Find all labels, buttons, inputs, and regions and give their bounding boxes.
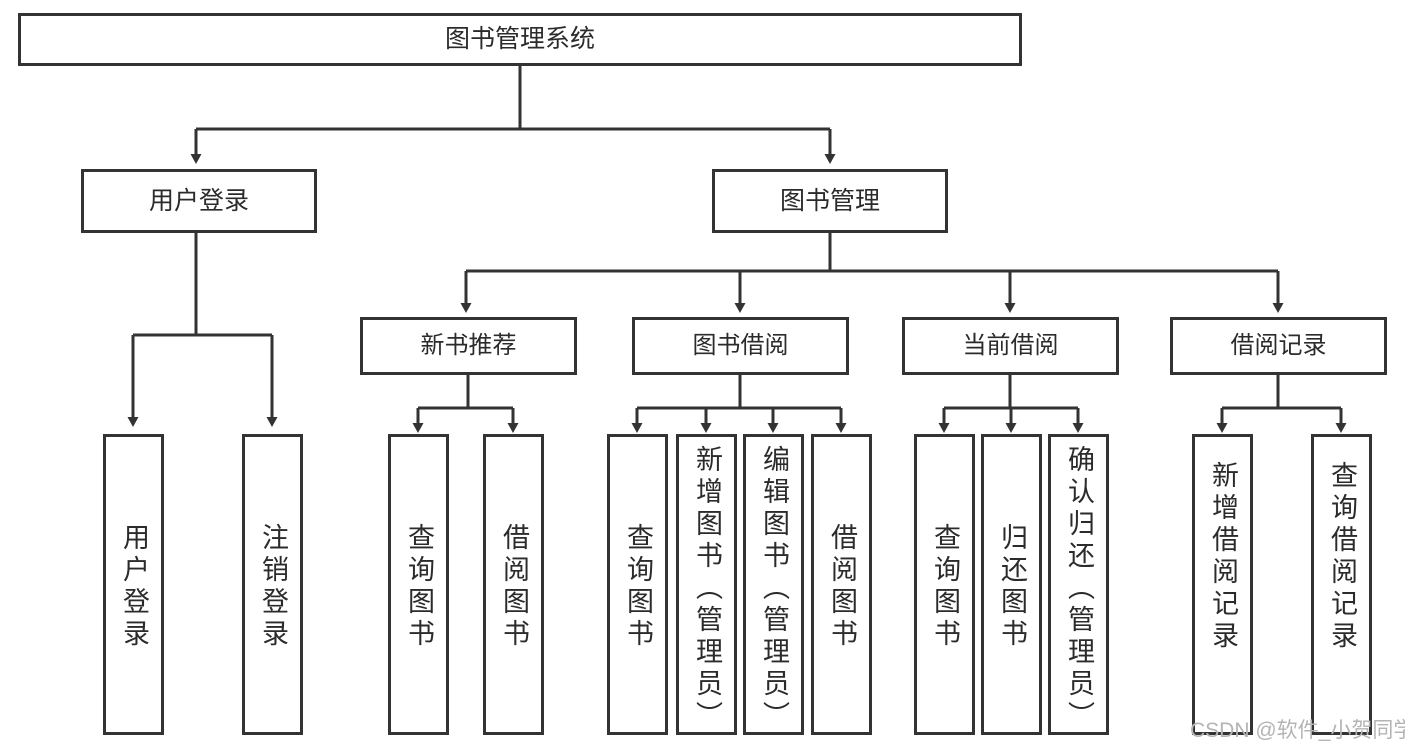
node-label: 新书推荐 <box>420 332 517 359</box>
node-label: 注销登录 <box>258 523 288 651</box>
node-book-management[interactable]: 图书管理 <box>712 169 948 233</box>
node-label: 确认归还（管理员） <box>1064 445 1094 733</box>
node-label: 归还图书 <box>997 523 1027 651</box>
leaf-query-book-current[interactable]: 查询图书 <box>914 434 975 735</box>
node-user-login[interactable]: 用户登录 <box>81 169 317 233</box>
node-label: 借阅图书 <box>827 523 857 651</box>
node-label: 新增借阅记录 <box>1208 461 1238 653</box>
node-label: 查询图书 <box>930 523 960 651</box>
node-label: 查询借阅记录 <box>1327 461 1357 653</box>
leaf-query-borrow-record[interactable]: 查询借阅记录 <box>1311 434 1372 735</box>
leaf-edit-book-admin[interactable]: 编辑图书（管理员） <box>743 434 804 735</box>
node-label: 图书管理 <box>779 186 880 215</box>
leaf-logout-login[interactable]: 注销登录 <box>242 434 303 735</box>
node-label: 新增图书（管理员） <box>692 445 722 733</box>
node-label: 编辑图书（管理员） <box>759 445 789 733</box>
leaf-borrow-book-recommend[interactable]: 借阅图书 <box>483 434 544 735</box>
node-label: 用户登录 <box>119 523 149 651</box>
leaf-borrow-book[interactable]: 借阅图书 <box>811 434 872 735</box>
node-current-borrow[interactable]: 当前借阅 <box>902 317 1119 375</box>
node-root-book-management-system[interactable]: 图书管理系统 <box>18 13 1022 66</box>
node-label: 查询图书 <box>404 523 434 651</box>
node-new-book-recommend[interactable]: 新书推荐 <box>360 317 577 375</box>
watermark-csdn: CSDN @软件_小贺同学 <box>1190 719 1405 742</box>
leaf-query-book-recommend[interactable]: 查询图书 <box>388 434 449 735</box>
leaf-query-book-borrow[interactable]: 查询图书 <box>607 434 668 735</box>
node-book-borrow[interactable]: 图书借阅 <box>632 317 849 375</box>
leaf-user-login[interactable]: 用户登录 <box>103 434 164 735</box>
node-label: 用户登录 <box>148 186 249 215</box>
leaf-add-book-admin[interactable]: 新增图书（管理员） <box>676 434 737 735</box>
node-label: 查询图书 <box>623 523 653 651</box>
leaf-confirm-return-admin[interactable]: 确认归还（管理员） <box>1048 434 1109 735</box>
node-borrow-record[interactable]: 借阅记录 <box>1170 317 1387 375</box>
node-label: 图书管理系统 <box>444 25 595 53</box>
leaf-add-borrow-record[interactable]: 新增借阅记录 <box>1192 434 1253 735</box>
node-label: 借阅图书 <box>499 523 529 651</box>
leaf-return-book[interactable]: 归还图书 <box>981 434 1042 735</box>
node-label: 借阅记录 <box>1230 332 1327 359</box>
node-label: 当前借阅 <box>962 332 1059 359</box>
node-label: 图书借阅 <box>692 332 789 359</box>
